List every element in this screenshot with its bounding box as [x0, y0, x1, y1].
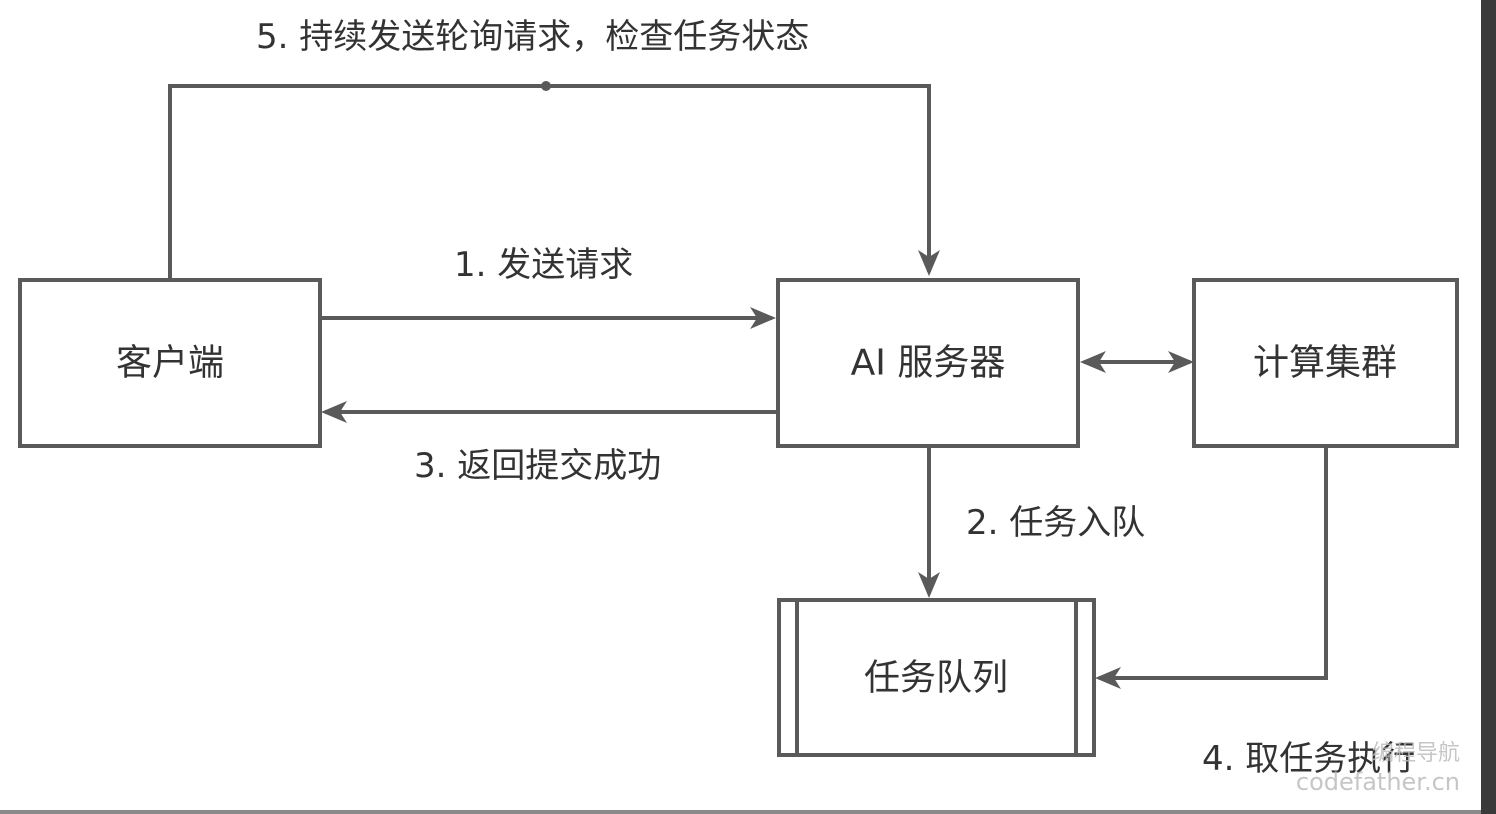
- watermark-title: 编程导航: [1372, 741, 1460, 766]
- node-compute-cluster-label: 计算集群: [1253, 343, 1397, 384]
- node-client-label: 客户端: [116, 343, 224, 384]
- edge-label-poll-status: 5. 持续发送轮询请求，检查任务状态: [256, 17, 809, 57]
- edge-fetch-execute: [1095, 446, 1328, 689]
- watermark: 编程导航 codefather.cn: [1296, 741, 1460, 796]
- edge-poll-status-junction-dot: [541, 81, 551, 91]
- node-ai-server: AI 服务器: [776, 278, 1080, 448]
- edge-label-enqueue: 2. 任务入队: [966, 503, 1145, 543]
- edge-label-fetch-execute: 4. 取任务执行: [1202, 739, 1415, 779]
- edge-label-send-request: 1. 发送请求: [454, 245, 633, 285]
- node-task-queue-label: 任务队列: [864, 658, 1008, 699]
- watermark-domain: codefather.cn: [1296, 768, 1460, 796]
- node-compute-cluster: 计算集群: [1192, 278, 1459, 448]
- node-task-queue: 任务队列: [777, 598, 1096, 757]
- edge-label-return-submitted: 3. 返回提交成功: [414, 446, 661, 486]
- window-bottom-edge: [0, 810, 1481, 814]
- window-right-edge: [1481, 0, 1496, 814]
- node-client: 客户端: [18, 278, 322, 448]
- node-ai-server-label: AI 服务器: [851, 343, 1006, 384]
